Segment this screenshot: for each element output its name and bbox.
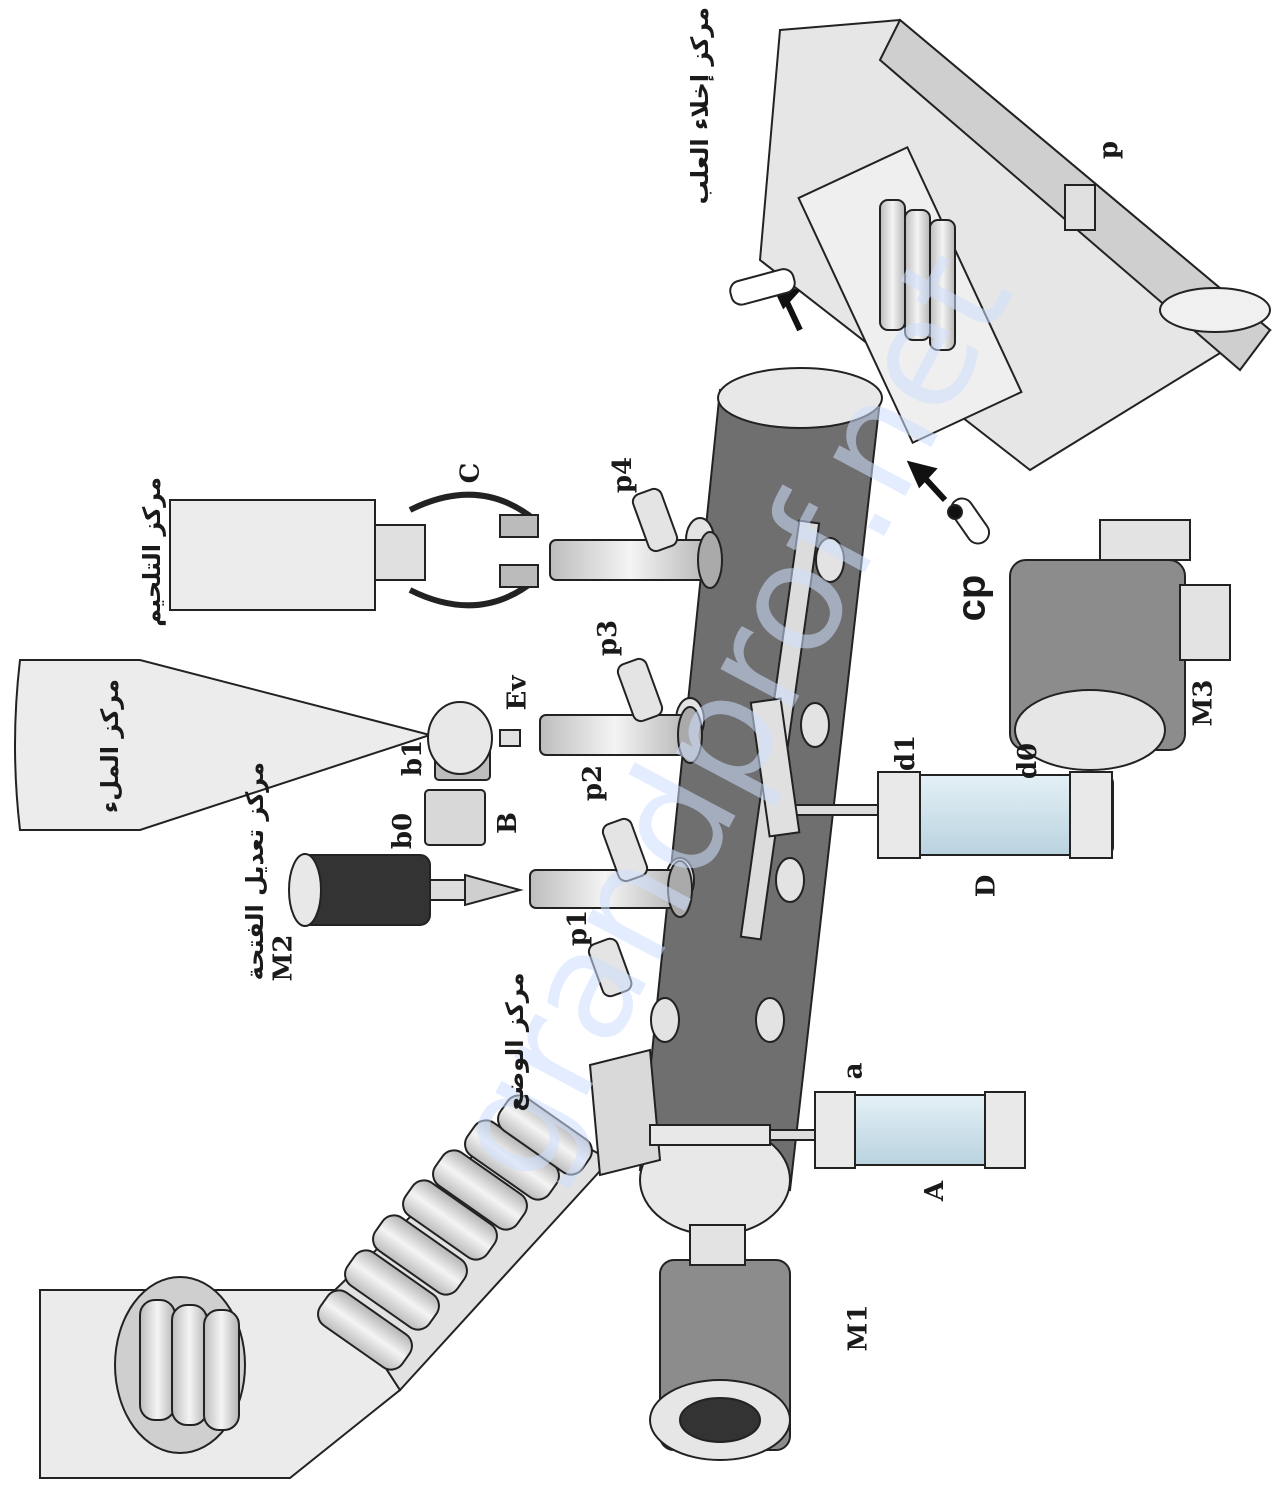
cans-on-conveyor: [529, 531, 723, 918]
placement-pusher: [588, 1048, 771, 1177]
ejected-can-outline: [729, 268, 796, 306]
label-d0: d0: [1013, 742, 1044, 780]
label-M2: M2: [268, 934, 299, 982]
label-B: B: [492, 812, 523, 834]
station-evacuation: مركز إخلاء العلب: [686, 7, 714, 205]
label-D: D: [971, 874, 1002, 898]
label-b1: b1: [398, 739, 429, 777]
station-sealing: مركز التلحيم: [138, 477, 166, 627]
station-filling: مركز الملء: [96, 679, 124, 814]
label-M3: M3: [1188, 679, 1219, 727]
cylinder-a: [769, 1091, 1026, 1169]
label-A: A: [920, 1180, 951, 1202]
label-a: a: [838, 1062, 869, 1080]
label-p4: p4: [608, 456, 639, 494]
station-opening-adjust: مركز تعديل الفتحة: [241, 762, 269, 981]
motor-m3: [1009, 559, 1231, 771]
filling-hopper: [14, 659, 521, 831]
label-b0: b0: [388, 812, 419, 850]
station-placement: مركز الوضع: [501, 972, 529, 1112]
sealing-station: [169, 491, 539, 611]
proximity-sensors: [587, 487, 679, 998]
motor-m2: [288, 853, 524, 927]
label-M1: M1: [843, 1304, 874, 1352]
motor-m1: [649, 1224, 791, 1461]
label-p1: p1: [563, 909, 594, 947]
label-p3: p3: [593, 619, 624, 657]
label-cp: cp: [949, 574, 994, 622]
label-p: p: [1094, 140, 1125, 160]
evacuation-conveyor: [758, 18, 1272, 561]
feed-chute-cans: [317, 1094, 593, 1371]
label-p2: p2: [578, 764, 609, 802]
label-d1: d1: [891, 734, 922, 772]
label-Ev: Ev: [502, 675, 533, 711]
label-C: C: [455, 462, 486, 484]
sensor-cp: [947, 497, 991, 545]
cylinder-d: [749, 697, 1114, 859]
